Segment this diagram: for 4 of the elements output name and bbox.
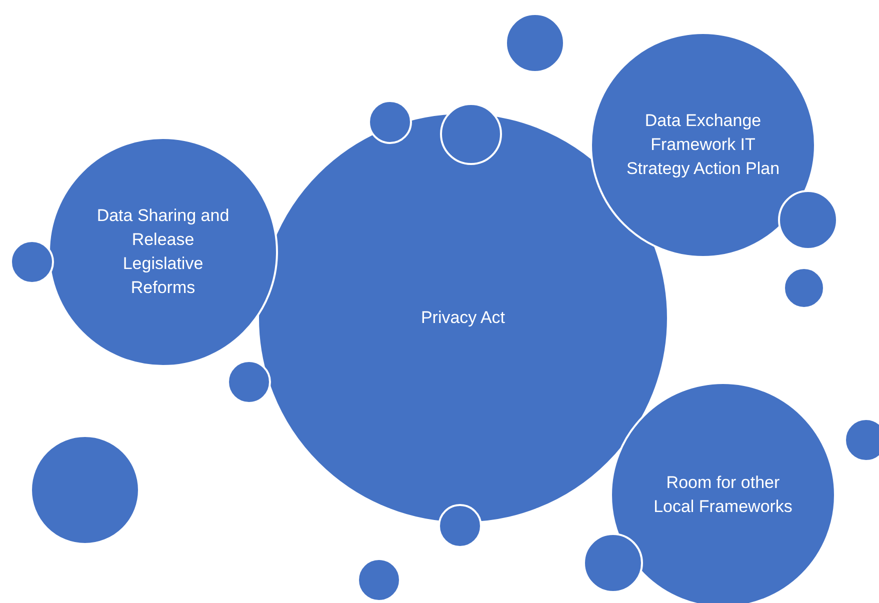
bubble-label: Data Sharing and Release Legislative Reforms [96, 205, 230, 299]
bubble-label: Privacy Act [420, 307, 506, 330]
bubble-label: Room for other Local Frameworks [653, 472, 793, 518]
bubble-label: Data Exchange Framework IT Strategy Action Plan [625, 110, 781, 180]
